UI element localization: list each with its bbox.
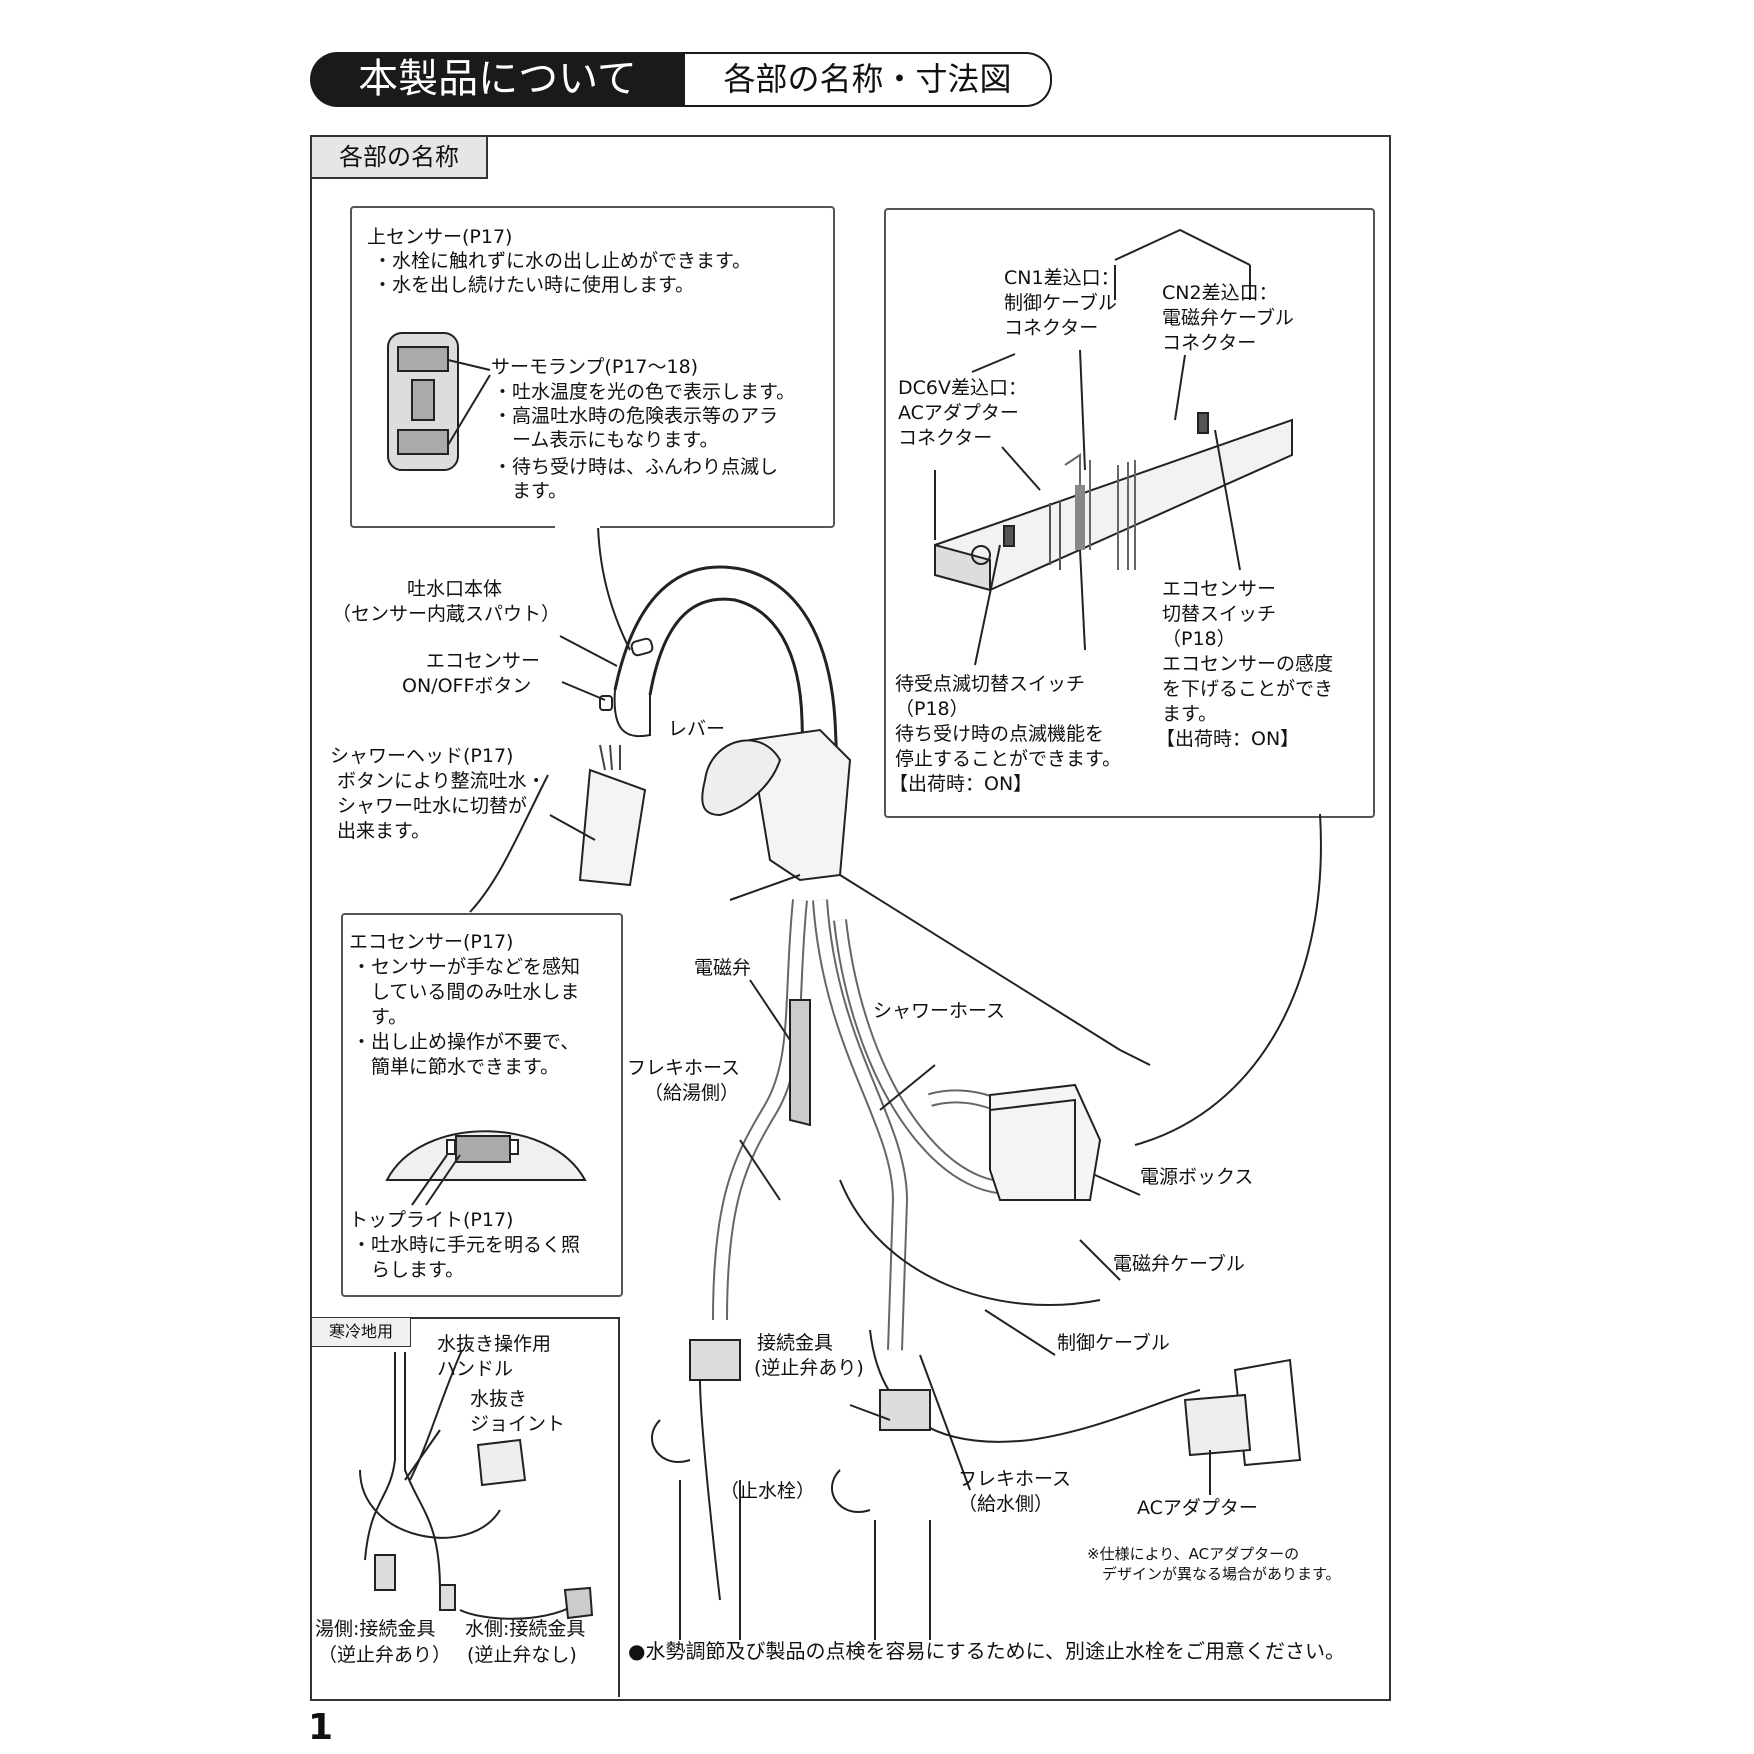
thermo-lamp-line-2: ・高温吐水時の危険表示等のアラ (493, 405, 779, 427)
eco-sensor-box (341, 913, 623, 1297)
dc6v-line-3: コネクター (898, 427, 993, 449)
cold-region-box (310, 1317, 620, 1697)
eco-switch-line-3: （P18） (1162, 628, 1236, 650)
standby-switch-line-2: （P18） (895, 698, 969, 720)
standby-switch-line-4: 停止することができます。 (895, 748, 1122, 770)
solenoid-label: 電磁弁 (694, 957, 752, 979)
eco-switch-line-4: エコセンサーの感度 (1162, 653, 1334, 675)
eco-switch-line-1: エコセンサー (1162, 578, 1277, 600)
upper-sensor-line-1: ・水栓に触れずに水の出し止めができます。 (373, 250, 752, 272)
standby-switch-line-1: 待受点滅切替スイッチ (895, 673, 1086, 695)
eco-button-label-1: エコセンサー (426, 650, 541, 672)
upper-sensor-title: 上センサー(P17) (367, 226, 513, 248)
cold-side-label-2: (逆止弁なし) (467, 1644, 577, 1666)
eco-switch-line-6: ます。 (1162, 703, 1218, 725)
hot-side-label-2: （逆止弁あり） (318, 1644, 452, 1666)
standby-switch-line-5: 【出荷時：ON】 (889, 773, 1033, 795)
top-light-title: トップライト(P17) (349, 1209, 514, 1231)
cn2-line-1: CN2差込口： (1162, 282, 1278, 304)
eco-sensor-line-1: ・センサーが手などを感知 (352, 956, 581, 978)
cold-region-label: 寒冷地用 (311, 1317, 411, 1347)
dc6v-line-1: DC6V差込口： (898, 377, 1027, 399)
shower-head-label-3: シャワー吐水に切替が (337, 795, 528, 817)
stop-valve-label: （止水栓） (720, 1480, 816, 1502)
cn1-line-2: 制御ケーブル (1004, 292, 1117, 314)
thermo-lamp-title: サーモランプ(P17～18) (491, 356, 699, 378)
top-light-line-1: ・吐水時に手元を明るく照 (352, 1234, 581, 1256)
standby-switch-line-3: 待ち受け時の点滅機能を (895, 723, 1105, 745)
main-frame (310, 135, 1391, 1701)
solenoid-cable-label: 電磁弁ケーブル (1113, 1253, 1245, 1275)
shower-head-label-2: ボタンにより整流吐水・ (337, 770, 546, 792)
eco-button-label-2: ON/OFFボタン (402, 675, 532, 697)
drain-handle-label-2: ハンドル (437, 1358, 514, 1380)
header-subtitle: 各部の名称・寸法図 (685, 52, 1052, 107)
thermo-lamp-line-4: ・待ち受け時は、ふんわり点滅し (493, 456, 779, 478)
drain-joint-label-2: ジョイント (470, 1413, 566, 1435)
thermo-lamp-line-5: ます。 (493, 480, 568, 502)
page-number: 1 (308, 1707, 334, 1748)
drain-joint-label-1: 水抜き (470, 1388, 528, 1410)
dc6v-line-2: ACアダプター (898, 402, 1019, 424)
flex-cold-label-1: フレキホース (958, 1468, 1072, 1490)
footer-note: ●水勢調節及び製品の点検を容易にするために、別途止水栓をご用意ください。 (628, 1639, 1346, 1663)
spout-label-2: （センサー内蔵スパウト） (332, 603, 561, 625)
adapter-note-line-2: デザインが異なる場合があります。 (1087, 1565, 1341, 1583)
control-cable-label: 制御ケーブル (1057, 1332, 1170, 1354)
shower-hose-label: シャワーホース (873, 1000, 1006, 1022)
shower-head-label-4: 出来ます。 (337, 820, 431, 842)
eco-sensor-line-2: している間のみ吐水しま (352, 981, 580, 1003)
eco-switch-line-7: 【出荷時：ON】 (1156, 728, 1300, 750)
eco-sensor-line-3: す。 (352, 1006, 408, 1028)
fitting-label-2: (逆止弁あり) (754, 1357, 864, 1379)
shower-head-label-1: シャワーヘッド(P17) (330, 745, 514, 767)
section-label: 各部の名称 (310, 135, 488, 179)
upper-sensor-line-2: ・水を出し続けたい時に使用します。 (373, 274, 695, 296)
power-box-label: 電源ボックス (1140, 1166, 1254, 1188)
fitting-label-1: 接続金具 (757, 1332, 834, 1354)
cn1-line-1: CN1差込口： (1004, 267, 1120, 289)
thermo-lamp-line-1: ・吐水温度を光の色で表示します。 (493, 381, 796, 403)
flex-cold-label-2: （給水側） (958, 1493, 1054, 1515)
eco-switch-line-5: を下げることができ (1162, 678, 1334, 700)
top-light-line-2: らします。 (352, 1259, 465, 1281)
drain-handle-label-1: 水抜き操作用 (437, 1333, 552, 1355)
cn2-line-3: コネクター (1162, 332, 1257, 354)
eco-sensor-line-4: ・出し止め操作が不要で、 (352, 1031, 580, 1053)
cn2-line-2: 電磁弁ケーブル (1162, 307, 1294, 329)
header-title: 本製品について (310, 52, 685, 107)
flex-hot-label-1: フレキホース (627, 1057, 741, 1079)
lever-label: レバー (668, 718, 726, 740)
eco-sensor-title: エコセンサー(P17) (349, 931, 514, 953)
ac-adapter-label: ACアダプター (1137, 1497, 1258, 1519)
cn1-line-3: コネクター (1004, 317, 1099, 339)
adapter-note-line-1: ※仕様により、ACアダプターの (1087, 1545, 1300, 1563)
thermo-lamp-line-3: ーム表示にもなります。 (493, 429, 719, 451)
hot-side-label-1: 湯側:接続金具 (315, 1618, 436, 1640)
cold-side-label-1: 水側:接続金具 (465, 1618, 586, 1640)
spout-label-1: 吐水口本体 (407, 578, 503, 600)
eco-switch-line-2: 切替スイッチ (1162, 603, 1277, 625)
flex-hot-label-2: （給湯側） (644, 1082, 740, 1104)
eco-sensor-line-5: 簡単に節水できます。 (352, 1056, 560, 1078)
